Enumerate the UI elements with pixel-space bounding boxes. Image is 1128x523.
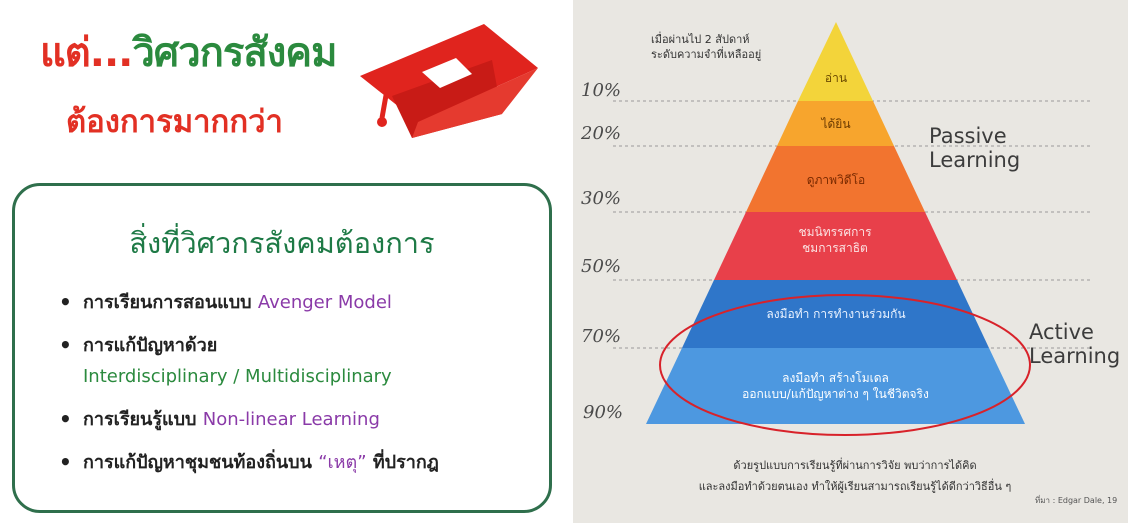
bullet-suffix: ที่ปรากฎ bbox=[366, 452, 439, 473]
percent-30: 30% bbox=[581, 188, 622, 209]
passive-line2: Learning bbox=[929, 148, 1021, 172]
list-item: • การเรียนการสอนแบบ Avenger Model bbox=[55, 290, 545, 315]
bullet-text: การแก้ปัญหาชุมชนท้องถิ่นบน bbox=[83, 452, 319, 473]
bottom-note-line1: ด้วยรูปแบบการเรียนรู้ที่ผ่านการวิจัย พบว… bbox=[733, 459, 977, 472]
layer-label-exhibit-line1: ชมนิทรรศการ bbox=[798, 225, 872, 239]
percent-10: 10% bbox=[581, 80, 622, 101]
percent-70: 70% bbox=[581, 326, 622, 347]
retention-note-line1: เมื่อผ่านไป 2 สัปดาห์ bbox=[651, 33, 750, 46]
learning-pyramid-photo: เมื่อผ่านไป 2 สัปดาห์ ระดับความจำที่เหลื… bbox=[573, 0, 1128, 523]
layer-label-exhibit-line2: ชมการสาธิต bbox=[802, 241, 868, 255]
source-credit: ที่มา : Edgar Dale, 19 bbox=[1035, 496, 1118, 505]
pyramid-layer-collab bbox=[682, 280, 989, 348]
pyramid-layer-exhibit bbox=[714, 212, 957, 280]
percent-90: 90% bbox=[583, 402, 624, 423]
bullet-text: การแก้ปัญหาด้วย bbox=[83, 335, 218, 356]
pyramid-layer-read bbox=[798, 22, 873, 101]
headline-part1: แต่... bbox=[40, 30, 133, 76]
headline-part2: วิศวกรสังคม bbox=[132, 30, 337, 76]
box-title: สิ่งที่วิศวกรสังคมต้องการ bbox=[129, 226, 435, 260]
bullet-icon: • bbox=[59, 333, 72, 357]
active-line1: Active bbox=[1029, 320, 1094, 344]
layer-label-read: อ่าน bbox=[824, 71, 848, 85]
headline: แต่...วิศวกรสังคม bbox=[40, 20, 337, 84]
bullet-text: การเรียนรู้แบบ bbox=[83, 409, 203, 430]
layer-label-hear: ได้ยิน bbox=[821, 117, 851, 131]
pyramid-layer-model bbox=[646, 348, 1025, 424]
passive-learning-label: Passive Learning bbox=[929, 124, 1020, 172]
bottom-note-line2: และลงมือทำด้วยตนเอง ทำให้ผู้เรียนสามารถเ… bbox=[698, 480, 1012, 493]
pyramid-graphic bbox=[613, 22, 1093, 436]
layer-label-exhibit: ชมนิทรรศการ ชมการสาธิต bbox=[755, 224, 915, 256]
retention-note-line2: ระดับความจำที่เหลืออยู่ bbox=[651, 48, 762, 61]
bullet-accent: Non-linear Learning bbox=[202, 409, 380, 430]
percent-20: 20% bbox=[581, 123, 622, 144]
layer-label-collab: ลงมือทำ การทำงานร่วมกัน bbox=[766, 307, 906, 321]
list-item: • การแก้ปัญหาชุมชนท้องถิ่นบน “เหตุ” ที่ป… bbox=[55, 450, 545, 475]
pyramid-layer-video bbox=[746, 146, 925, 212]
list-item: • การแก้ปัญหาด้วย Interdisciplinary / Mu… bbox=[55, 333, 545, 389]
active-learning-circle bbox=[659, 294, 1031, 436]
pyramid-layer-hear bbox=[777, 101, 894, 146]
percent-50: 50% bbox=[581, 256, 622, 277]
headline-line2: ต้องการมากกว่า bbox=[66, 104, 283, 140]
bottom-note: ด้วยรูปแบบการเรียนรู้ที่ผ่านการวิจัย พบว… bbox=[655, 458, 1055, 494]
graduation-cap-icon bbox=[360, 24, 538, 138]
list-item: • การเรียนรู้แบบ Non-linear Learning bbox=[55, 407, 545, 432]
bullet-icon: • bbox=[59, 290, 72, 314]
passive-line1: Passive bbox=[929, 124, 1007, 148]
requirements-box: สิ่งที่วิศวกรสังคมต้องการ • การเรียนการส… bbox=[12, 183, 552, 513]
bullet-accent: “เหตุ” bbox=[318, 452, 367, 473]
layer-label-model: ลงมือทำ สร้างโมเดล ออกแบบ/แก้ปัญหาต่าง ๆ… bbox=[683, 370, 988, 402]
left-panel: แต่...วิศวกรสังคม ต้องการมากกว่า สิ่งที่… bbox=[12, 20, 552, 513]
layer-label-model-line2: ออกแบบ/แก้ปัญหาต่าง ๆ ในชีวิตจริง bbox=[742, 387, 929, 401]
bullet-icon: • bbox=[59, 450, 72, 474]
active-line2: Learning bbox=[1029, 344, 1121, 368]
retention-note: เมื่อผ่านไป 2 สัปดาห์ ระดับความจำที่เหลื… bbox=[651, 32, 761, 62]
layer-label-model-line1: ลงมือทำ สร้างโมเดล bbox=[782, 371, 889, 385]
bullet-text: การเรียนการสอนแบบ bbox=[83, 292, 258, 313]
bullet-accent: Interdisciplinary / Multidisciplinary bbox=[83, 366, 392, 387]
layer-label-video: ดูภาพวิดีโอ bbox=[806, 173, 866, 187]
bullet-icon: • bbox=[59, 407, 72, 431]
active-learning-label: Active Learning bbox=[1029, 320, 1120, 368]
requirements-list: • การเรียนการสอนแบบ Avenger Model • การแ… bbox=[55, 290, 545, 493]
bullet-accent: Avenger Model bbox=[257, 292, 392, 313]
